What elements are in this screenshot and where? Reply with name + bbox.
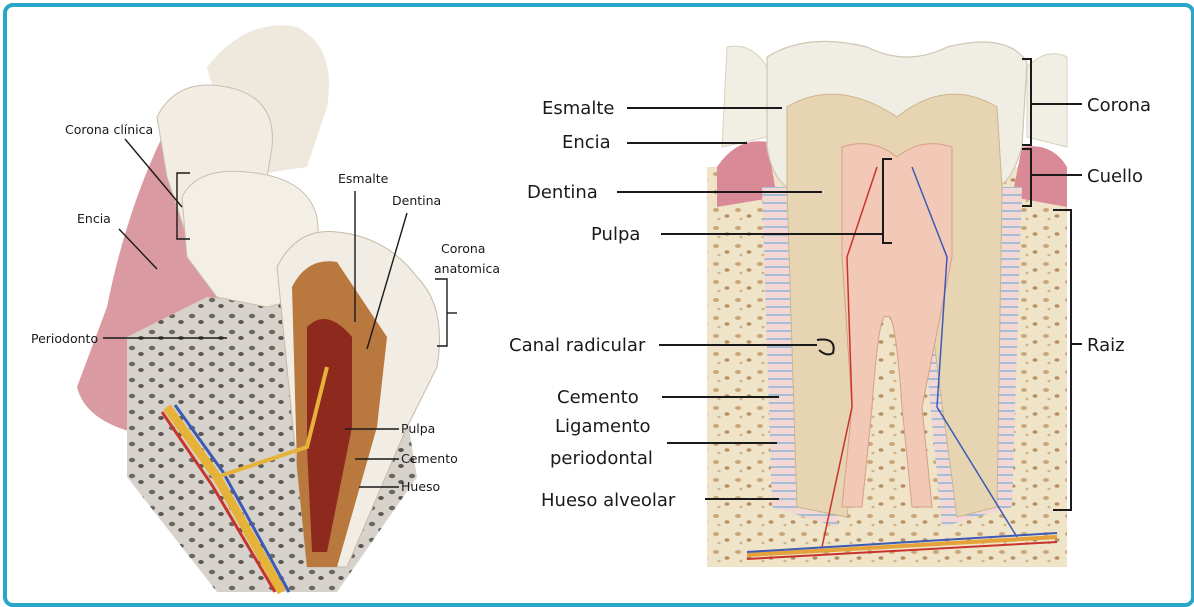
label-raiz: Raiz bbox=[1087, 335, 1125, 356]
right-tooth-illustration bbox=[707, 41, 1067, 567]
label-corona-anatomica-2: anatomica bbox=[434, 261, 500, 276]
label-ligamento-1: Ligamento bbox=[555, 416, 651, 437]
label-corona-anatomica-1: Corona bbox=[441, 241, 485, 256]
label-ligamento-2: periodontal bbox=[550, 448, 653, 469]
left-tooth-illustration bbox=[77, 25, 440, 592]
label-dentina-right: Dentina bbox=[527, 182, 598, 203]
tooth-anatomy-diagram: Corona clínica Encia Esmalte Dentina Cor… bbox=[7, 7, 1191, 603]
label-pulpa-right: Pulpa bbox=[591, 224, 640, 245]
label-esmalte-right: Esmalte bbox=[542, 98, 614, 119]
label-pulpa-left: Pulpa bbox=[401, 421, 435, 436]
label-esmalte-left: Esmalte bbox=[338, 171, 389, 186]
neighbor-tooth-right bbox=[1027, 54, 1067, 147]
label-cemento-left: Cemento bbox=[401, 451, 458, 466]
label-dentina-left: Dentina bbox=[392, 193, 441, 208]
diagram-frame: Corona clínica Encia Esmalte Dentina Cor… bbox=[3, 3, 1194, 607]
neighbor-tooth-left bbox=[722, 46, 767, 147]
label-corona: Corona bbox=[1087, 95, 1151, 116]
label-hueso-left: Hueso bbox=[401, 479, 440, 494]
label-encia-left: Encia bbox=[77, 211, 111, 226]
label-corona-clinica: Corona clínica bbox=[65, 122, 153, 137]
label-canal-radicular: Canal radicular bbox=[509, 335, 646, 356]
label-encia-right: Encia bbox=[562, 132, 611, 153]
label-cemento-right: Cemento bbox=[557, 387, 639, 408]
label-periodonto: Periodonto bbox=[31, 331, 98, 346]
label-hueso-alveolar: Hueso alveolar bbox=[541, 490, 676, 511]
label-cuello: Cuello bbox=[1087, 166, 1143, 187]
